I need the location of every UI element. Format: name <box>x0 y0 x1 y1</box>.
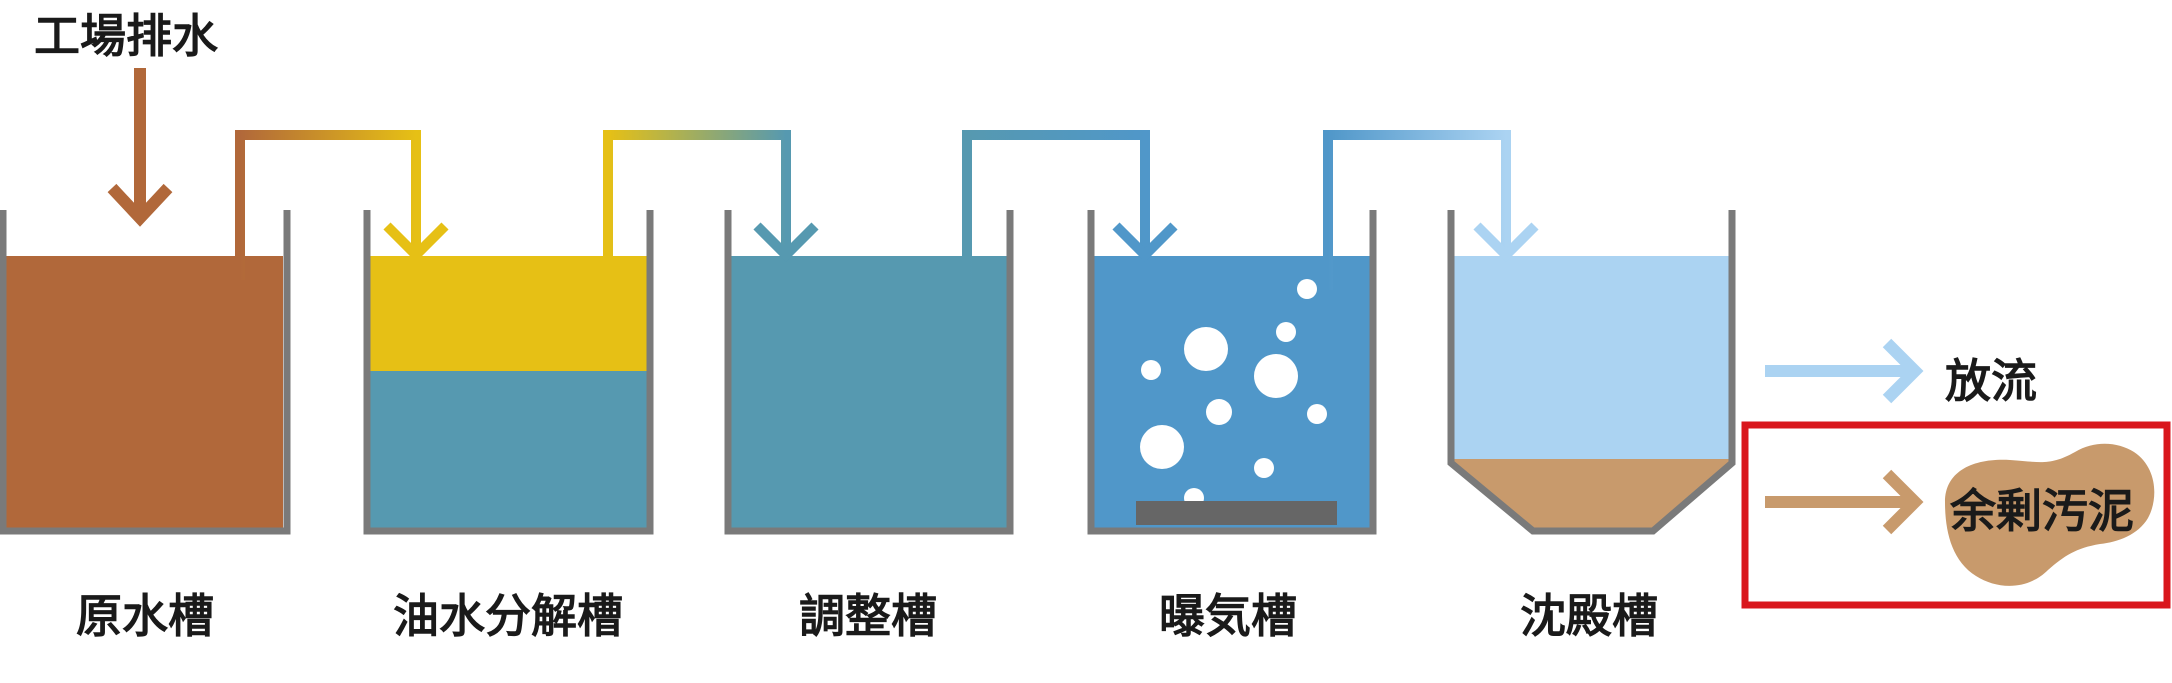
discharge-label: 放流 <box>1945 354 2037 408</box>
tank-label-aeration: 曝気槽 <box>1159 589 1297 643</box>
water-layer <box>370 371 647 530</box>
pipe-equalization-to-aeration <box>962 130 1178 286</box>
air-bubbles <box>1140 279 1327 508</box>
tank-label-oil-water-separation: 油水分解槽 <box>393 589 623 643</box>
tank-aeration-liquid <box>1094 256 1370 530</box>
inflow-arrow <box>107 68 173 227</box>
pipe-raw-to-oil <box>235 130 449 280</box>
oil-layer <box>370 256 647 371</box>
tank-label-equalization: 調整槽 <box>799 589 937 643</box>
tank-equalization <box>724 210 1014 535</box>
input-label: 工場排水 <box>34 9 218 63</box>
air-diffuser <box>1136 501 1337 525</box>
tank-sedimentation <box>1447 210 1736 535</box>
highlight-box <box>1741 421 2171 609</box>
sludge-blob <box>1945 443 2155 586</box>
discharge-arrow <box>1765 338 1924 404</box>
settled-sludge <box>1454 459 1729 530</box>
tank-equalization-liquid <box>731 256 1007 530</box>
pipe-oil-to-equalization <box>603 130 819 263</box>
pipe-aeration-to-sedimentation <box>1323 130 1539 290</box>
tank-aeration <box>1087 210 1377 535</box>
excess-sludge-label: 余剰汚泥 <box>1950 484 2134 538</box>
tank-raw-water <box>0 210 291 535</box>
clear-water <box>1454 256 1729 459</box>
sludge-arrow <box>1765 469 1924 535</box>
tank-oil-water-separation <box>363 210 654 535</box>
tank-raw-water-liquid <box>6 256 283 530</box>
tank-label-raw-water: 原水槽 <box>76 589 214 643</box>
tank-label-sedimentation: 沈殿槽 <box>1520 589 1658 643</box>
